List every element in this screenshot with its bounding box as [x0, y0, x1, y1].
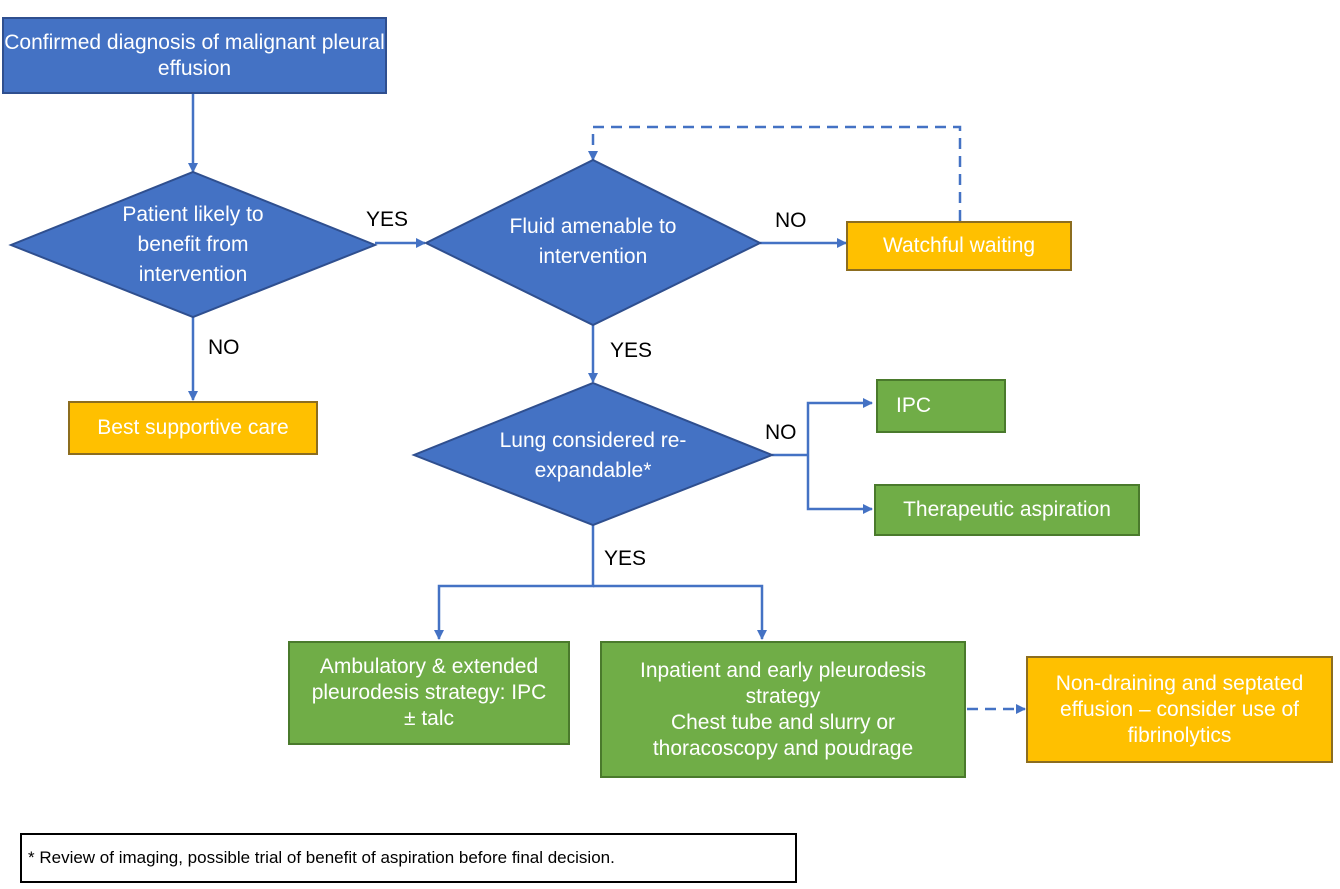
label-benefit-yes: YES [366, 208, 409, 231]
node-therapeutic-aspiration-text: Therapeutic aspiration [903, 498, 1111, 521]
decision-fluid-text: Fluid amenable to intervention [509, 215, 677, 268]
decision-lung-text: Lung considered re-expandable* [499, 429, 687, 482]
node-best-supportive-care-text: Best supportive care [97, 416, 289, 439]
node-inpatient-strategy: Inpatient and early pleurodesis strategy… [600, 641, 966, 778]
node-inpatient-strategy-text: Inpatient and early pleurodesis strategy… [639, 658, 927, 760]
edge-watchful-fluid-loop [588, 125, 962, 221]
edge-lung-ipc [806, 398, 873, 455]
label-lung-yes: YES [604, 547, 647, 570]
label-fluid-no: NO [775, 209, 807, 232]
decision-fluid-diamond [423, 158, 763, 327]
decision-benefit-diamond [8, 170, 378, 319]
decision-lung-diamond [411, 381, 775, 527]
node-non-draining: Non-draining and septated effusion – con… [1026, 656, 1333, 763]
node-ipc: IPC [876, 379, 1006, 433]
footnote-text: * Review of imaging, possible trial of b… [28, 848, 615, 867]
footnote-box: * Review of imaging, possible trial of b… [20, 833, 797, 883]
node-ambulatory-strategy: Ambulatory & extended pleurodesis strate… [288, 641, 570, 745]
node-ipc-text: IPC [896, 394, 932, 417]
node-diagnosis-text: Confirmed diagnosis of malignant pleural… [4, 30, 385, 80]
edge-lung-inpatient [593, 584, 767, 640]
node-non-draining-text: Non-draining and septated effusion – con… [1055, 671, 1304, 747]
decision-benefit-text: Patient likely to benefit from intervent… [122, 203, 264, 286]
label-lung-no: NO [765, 421, 797, 444]
edge-lung-split [434, 525, 595, 640]
node-diagnosis: Confirmed diagnosis of malignant pleural… [2, 17, 387, 94]
node-watchful-waiting-text: Watchful waiting [882, 234, 1036, 257]
label-fluid-yes: YES [610, 339, 653, 362]
node-best-supportive-care: Best supportive care [68, 401, 318, 455]
node-watchful-waiting: Watchful waiting [846, 221, 1072, 271]
node-ambulatory-strategy-text: Ambulatory & extended pleurodesis strate… [311, 655, 547, 730]
edge-lung-aspiration [806, 455, 873, 514]
node-therapeutic-aspiration: Therapeutic aspiration [874, 484, 1140, 536]
label-benefit-no: NO [208, 336, 240, 359]
